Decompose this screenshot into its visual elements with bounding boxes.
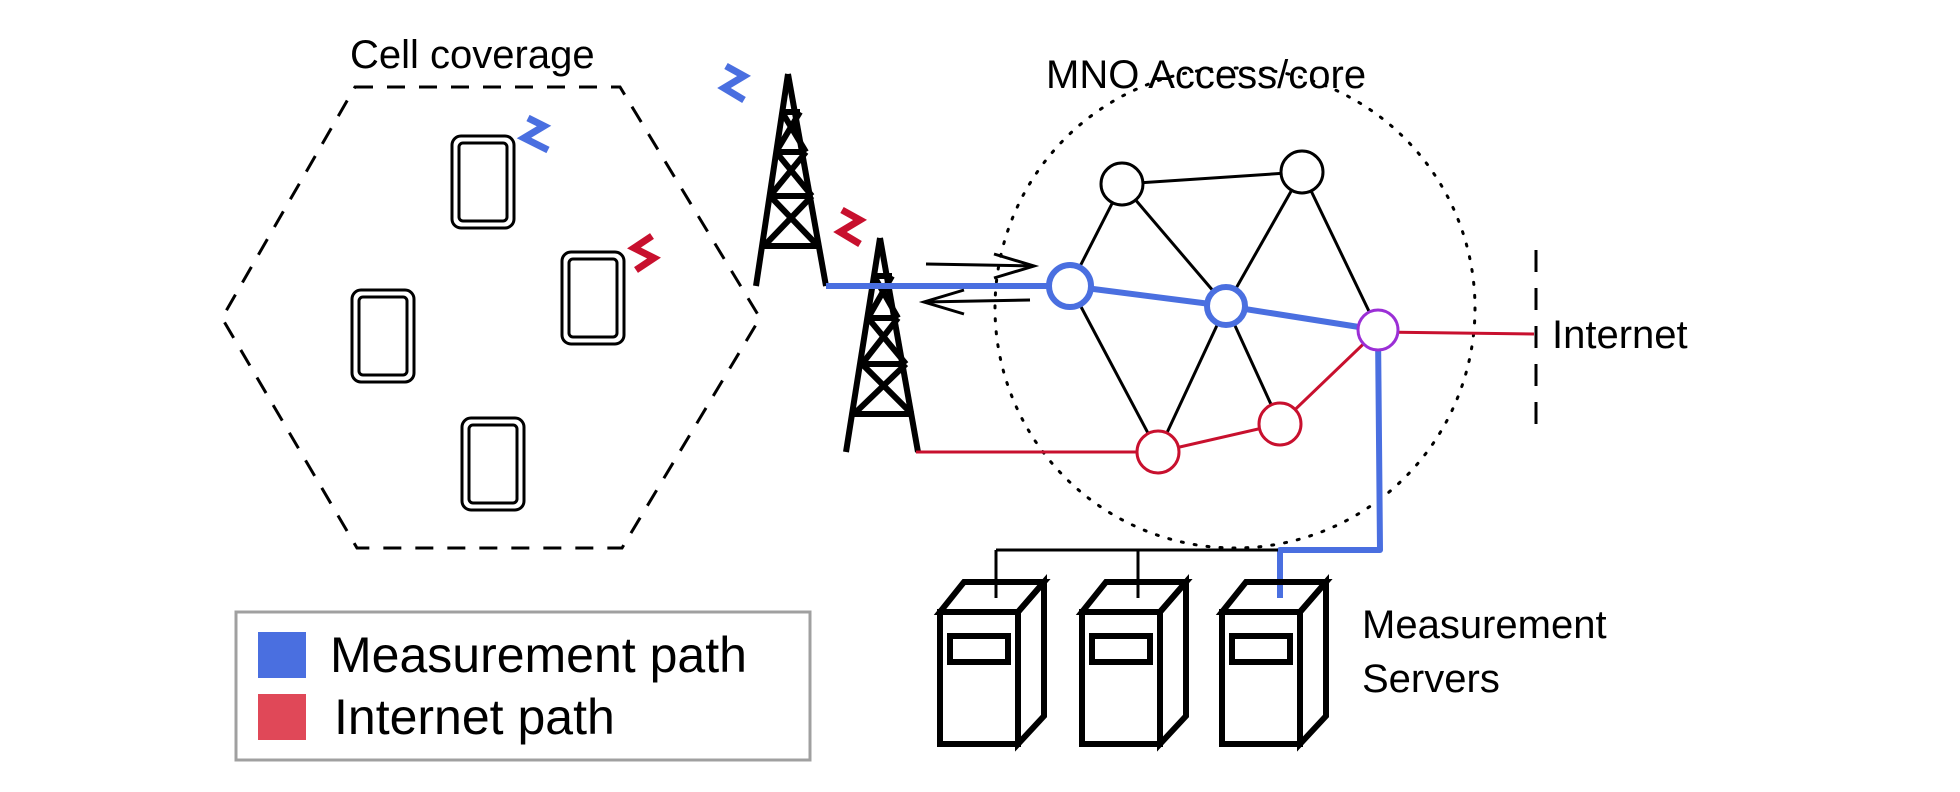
phone-icon <box>350 288 416 384</box>
server-icon <box>1215 573 1333 752</box>
legend-swatch-measurement <box>258 632 306 678</box>
mno-core-label: MNO Access/core <box>1046 53 1366 97</box>
traffic-arrows <box>918 252 1040 316</box>
server-bus <box>994 548 1278 598</box>
core-node-measurement <box>1204 284 1248 328</box>
measurement-path <box>826 283 1383 598</box>
core-node-internet <box>1257 401 1303 447</box>
radio-signal-icon <box>833 206 867 248</box>
radio-signal-icon <box>627 233 661 273</box>
servers-label-line1: Measurement <box>1362 603 1607 647</box>
internet-path <box>916 328 1535 454</box>
servers-label-line2: Servers <box>1362 657 1500 701</box>
server-icon <box>933 573 1051 752</box>
cell-tower-icon <box>753 73 829 287</box>
radio-signal-icon <box>717 62 751 104</box>
internet-label: Internet <box>1552 313 1688 357</box>
core-node-internet <box>1135 429 1181 475</box>
server-icon <box>1075 573 1193 752</box>
phone-icon <box>450 134 516 230</box>
mno-core-boundary <box>993 66 1477 550</box>
legend-box <box>234 610 812 762</box>
radio-signal-icon <box>516 114 552 154</box>
core-node-measurement <box>1046 262 1094 310</box>
core-node <box>1279 149 1325 195</box>
cell-coverage-hexagon <box>220 85 762 550</box>
legend-label-internet: Internet path <box>334 689 615 745</box>
cell-coverage-label: Cell coverage <box>350 33 595 77</box>
gateway-node <box>1356 308 1400 352</box>
legend: Measurement path Internet path <box>234 610 812 762</box>
phone-icon <box>460 416 526 512</box>
phone-icon <box>560 250 626 346</box>
legend-label-measurement: Measurement path <box>330 627 747 683</box>
cell-tower-icon <box>843 237 921 453</box>
core-node <box>1099 161 1145 207</box>
legend-swatch-internet <box>258 694 306 740</box>
